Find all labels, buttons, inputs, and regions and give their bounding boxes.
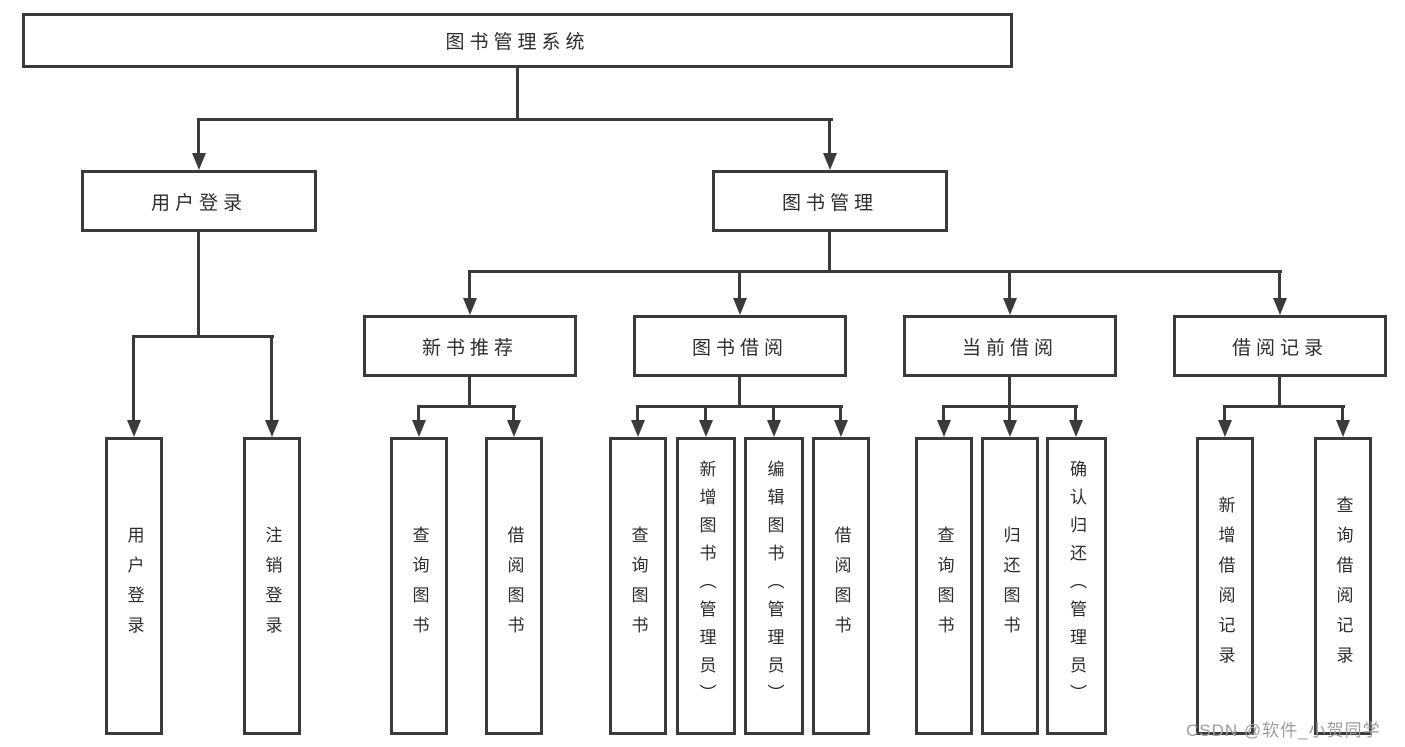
leaf-query-borrow-record: 查询借阅记录: [1314, 437, 1372, 735]
arrow-down-icon: [631, 420, 645, 437]
arrow-down-icon: [1273, 298, 1287, 315]
node-root-label: 图书管理系统: [445, 32, 590, 53]
connector-user-login-splitter: [132, 335, 274, 338]
arrow-down-icon: [767, 420, 781, 437]
leaf-borrow-books-borrow: 借阅图书: [812, 437, 870, 735]
leaf-logout-label: 注销登录: [262, 526, 282, 646]
leaf-confirm-return-admin: 确认归还（管理员）: [1046, 437, 1107, 735]
leaf-borrow-books-label: 借阅图书: [831, 526, 851, 646]
connector-leaf-stem: [704, 405, 707, 420]
connector-leaf-stem: [417, 405, 420, 420]
connector-root-stem: [516, 66, 519, 118]
connector-leaf-stem: [1008, 405, 1011, 420]
connector-leaf-stem: [1223, 405, 1226, 420]
arrow-down-icon: [1218, 420, 1232, 437]
connector-group3-stem: [1008, 377, 1011, 405]
arrow-down-icon: [192, 153, 206, 170]
node-book-borrow: 图书借阅: [633, 315, 847, 377]
leaf-user-login: 用户登录: [105, 437, 163, 735]
leaf-borrow-books-newbook: 借阅图书: [485, 437, 543, 735]
arrow-down-icon: [265, 420, 279, 437]
arrow-down-icon: [507, 420, 521, 437]
connector-stem-user-login: [197, 118, 200, 154]
connector-stem-borrow-records: [1278, 270, 1281, 298]
connector-leaf-stem: [1341, 405, 1344, 420]
leaf-logout: 注销登录: [243, 437, 301, 735]
arrow-down-icon: [733, 298, 747, 315]
leaf-query-books-borrow: 查询图书: [609, 437, 667, 735]
connector-stem-leaf-logout: [270, 335, 273, 420]
node-new-book-recommend: 新书推荐: [363, 315, 577, 377]
arrow-down-icon: [463, 298, 477, 315]
leaf-query-books-label: 查询图书: [934, 526, 954, 646]
arrow-down-icon: [1003, 298, 1017, 315]
connector-leaf-stem: [636, 405, 639, 420]
connector-leaf-stem: [839, 405, 842, 420]
connector-group2-splitter: [636, 405, 843, 408]
connector-book-management-stem: [828, 230, 831, 270]
arrow-down-icon: [127, 420, 141, 437]
node-current-borrow: 当前借阅: [903, 315, 1117, 377]
leaf-query-borrow-record-label: 查询借阅记录: [1333, 496, 1353, 676]
leaf-confirm-return-admin-label: 确认归还（管理员）: [1067, 460, 1086, 712]
connector-stem-leaf-login: [132, 335, 135, 420]
node-user-login-label: 用户登录: [150, 192, 247, 214]
connector-group4-splitter: [1223, 405, 1345, 408]
arrow-down-icon: [834, 420, 848, 437]
arrow-down-icon: [412, 420, 426, 437]
arrow-down-icon: [1336, 420, 1350, 437]
leaf-edit-books-admin: 编辑图书（管理员）: [744, 437, 804, 735]
connector-user-login-stem: [197, 230, 200, 335]
connector-top-splitter: [197, 118, 833, 121]
arrow-down-icon: [937, 420, 951, 437]
leaf-user-login-label: 用户登录: [124, 526, 144, 646]
leaf-return-books: 归还图书: [981, 437, 1039, 735]
connector-leaf-stem: [512, 405, 515, 420]
csdn-watermark: CSDN @软件_小贺同学: [1186, 721, 1381, 740]
connector-group1-splitter: [417, 405, 516, 408]
arrow-down-icon: [1069, 420, 1083, 437]
connector-stem-current-borrow: [1008, 270, 1011, 298]
connector-book-management-splitter: [468, 270, 1282, 273]
connector-leaf-stem: [1074, 405, 1077, 420]
leaf-borrow-books-label: 借阅图书: [504, 526, 524, 646]
connector-leaf-stem: [772, 405, 775, 420]
arrow-down-icon: [823, 153, 837, 170]
connector-leaf-stem: [942, 405, 945, 420]
connector-stem-book-borrow: [738, 270, 741, 298]
leaf-query-books-current: 查询图书: [915, 437, 973, 735]
connector-group1-stem: [468, 377, 471, 405]
leaf-return-books-label: 归还图书: [1000, 526, 1020, 646]
leaf-query-books-label: 查询图书: [628, 526, 648, 646]
node-user-login: 用户登录: [81, 170, 317, 232]
leaf-add-books-admin-label: 新增图书（管理员）: [696, 460, 716, 712]
node-book-management: 图书管理: [712, 170, 948, 232]
leaf-add-borrow-record: 新增借阅记录: [1196, 437, 1254, 735]
node-book-management-label: 图书管理: [781, 192, 878, 214]
node-new-book-recommend-label: 新书推荐: [421, 337, 518, 359]
arrow-down-icon: [699, 420, 713, 437]
node-borrow-records-label: 借阅记录: [1231, 337, 1328, 359]
leaf-query-books-label: 查询图书: [409, 526, 429, 646]
connector-group2-stem: [738, 377, 741, 405]
node-current-borrow-label: 当前借阅: [961, 337, 1058, 359]
leaf-add-books-admin: 新增图书（管理员）: [676, 437, 736, 735]
connector-group4-stem: [1278, 377, 1281, 405]
node-book-borrow-label: 图书借阅: [691, 337, 788, 359]
leaf-query-books-newbook: 查询图书: [390, 437, 448, 735]
connector-stem-new-book: [468, 270, 471, 298]
node-root: 图书管理系统: [22, 13, 1013, 68]
connector-stem-book-management: [828, 118, 831, 154]
leaf-edit-books-admin-label: 编辑图书（管理员）: [764, 460, 784, 712]
arrow-down-icon: [1003, 420, 1017, 437]
node-borrow-records: 借阅记录: [1173, 315, 1387, 377]
leaf-add-borrow-record-label: 新增借阅记录: [1215, 496, 1235, 676]
